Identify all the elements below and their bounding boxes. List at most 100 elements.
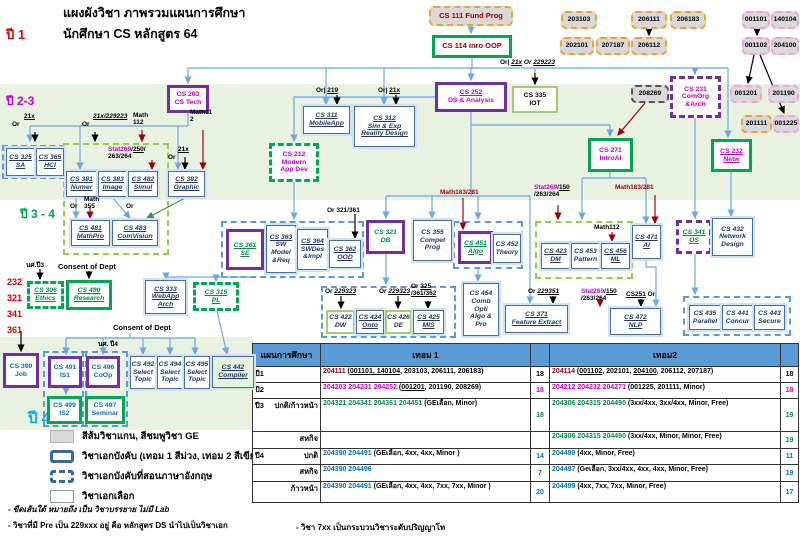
- cell-seg: 204499: [552, 483, 578, 490]
- node-line: CS 315: [204, 288, 228, 296]
- cell-seg: (GEเลือก, 4xx, 4xx, 7xx, 7xx, Minor ): [373, 483, 491, 490]
- node-line: 202101: [565, 42, 589, 50]
- edge-label-line: Math: [133, 112, 148, 119]
- term1-credits-row7: 20: [531, 482, 550, 503]
- edge-label-seg: 2: [190, 116, 194, 124]
- edge-label-seg: Or: [70, 203, 78, 210]
- node-group-dw: [321, 286, 456, 338]
- node-line: Seminar: [91, 410, 119, 417]
- term2-credits-row4: 19: [781, 432, 799, 449]
- edge-label-line: Or| 21x Or 229223: [500, 59, 555, 66]
- row-label-2: ปี2: [253, 383, 321, 399]
- table-header-4: [781, 344, 799, 367]
- edge-label-seg: 21x: [511, 59, 523, 66]
- node-line: CoOp: [93, 372, 113, 379]
- edge-label-21: Or 229323: [325, 288, 356, 295]
- edge-label-seg: Math: [133, 112, 149, 119]
- node-line: DE: [393, 322, 404, 329]
- cell-seg: 204390 204491: [323, 483, 374, 490]
- cell-seg: 20: [536, 488, 544, 496]
- node-group-se: [221, 221, 364, 278]
- edge-label-10: Stat269/250/263/264: [108, 146, 146, 161]
- node-line: 204100: [773, 42, 797, 50]
- term1-credits-row2: 18: [531, 383, 550, 399]
- cell-seg: 7: [538, 469, 542, 477]
- edge-label-29: Consent of Dept: [113, 323, 171, 333]
- cell-seg: 204497: [552, 466, 578, 473]
- edge-label-seg: 361: [7, 325, 23, 335]
- node-line: Feature Extract: [511, 319, 562, 326]
- node-line: CS 355: [421, 229, 444, 237]
- node-line: CS 311: [315, 112, 338, 120]
- edge-label-seg: 229223: [105, 113, 128, 120]
- node-line: CS Tech: [174, 99, 202, 106]
- edge-label-seg: 229223: [533, 59, 555, 66]
- term2-credits-row5: 11: [781, 449, 799, 465]
- edge-label-seg: /: [604, 288, 606, 295]
- node-line: CS 483: [123, 225, 147, 233]
- node-group-parallel: [683, 296, 791, 336]
- node-line: CS 114 inro OOP: [442, 41, 502, 51]
- row-year: ปี3: [255, 401, 264, 410]
- term1-courses-row3: 204321 204341 204361 204451 (GEเลือก, Mi…: [321, 399, 531, 432]
- edge-label-seg: Or 321/361: [327, 207, 360, 214]
- edge-label-line: Math11: [190, 109, 212, 116]
- cell-seg: (3xx/4xx, Minor, Minor, Free): [627, 433, 722, 440]
- node-line: Job: [14, 370, 28, 378]
- term1-credits-row4: [531, 432, 550, 449]
- node-line: CS 499: [53, 402, 76, 410]
- edge-label-34: 361: [7, 325, 22, 335]
- cell-seg: 14: [536, 453, 544, 460]
- edge-label-seg: Math112: [594, 224, 620, 231]
- node-line: AI: [643, 242, 650, 249]
- edge-label-seg: 341: [7, 309, 23, 319]
- node-line: CS 491: [53, 364, 77, 372]
- edge-label-line: 341: [7, 309, 22, 319]
- node-line: CS 364: [301, 238, 324, 246]
- edge-label-line: 361: [7, 325, 22, 335]
- node-line: DS & Analysis: [448, 97, 494, 104]
- cell-seg: (: [398, 384, 402, 391]
- node-line: CS 341: [682, 229, 706, 237]
- node-line: HCI: [44, 162, 56, 169]
- edge-label-4: 21x: [24, 113, 35, 120]
- cell-seg: 18: [536, 411, 544, 419]
- edge-label-5: Or: [12, 121, 20, 128]
- node-line: Modern: [281, 158, 307, 166]
- edge-label-seg: /263/264: [581, 295, 607, 303]
- term1-credits-row6: 7: [531, 465, 550, 482]
- node-line: SWDes: [300, 245, 325, 253]
- year-label-2: ปี 2-3: [6, 94, 35, 108]
- edge-label-line: Math183/281: [615, 184, 654, 191]
- node-line: CS 312: [373, 115, 396, 123]
- node-line: Topic: [188, 376, 206, 384]
- node-group-algo: [453, 221, 523, 269]
- cell-seg: 204203 204231 204252: [323, 384, 399, 391]
- year-label-4: ปี 4: [28, 410, 51, 427]
- node-line: Algo &: [470, 313, 492, 321]
- node-g203103: 203103: [561, 11, 597, 29]
- node-line: Select: [159, 368, 181, 376]
- node-line: 206112: [637, 42, 661, 50]
- node-g208269: 208269: [631, 85, 669, 103]
- legend-swatch-thick: [50, 450, 74, 463]
- node-line: CS 454: [469, 290, 493, 298]
- term1-courses-row1: 204111 (001101, 140104, 203103, 206111, …: [321, 367, 531, 383]
- edge-label-line: Or 325: [411, 283, 436, 290]
- term1-courses-row6: 204390 204496: [321, 465, 531, 482]
